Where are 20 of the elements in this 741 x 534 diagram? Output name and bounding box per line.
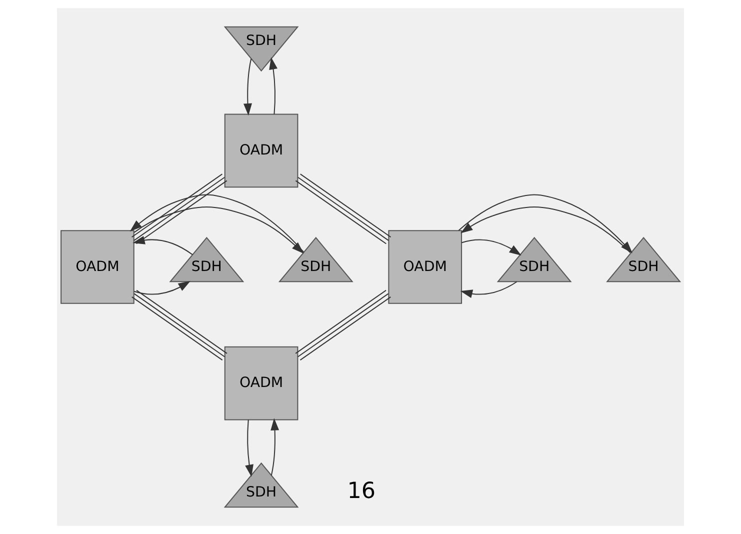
arrow (132, 236, 193, 256)
connector (132, 174, 228, 244)
connector (132, 290, 228, 360)
arrow (269, 57, 278, 114)
arrow (134, 280, 190, 295)
arrow (460, 281, 518, 298)
node-box: OADM (224, 346, 298, 420)
arrow (460, 206, 631, 253)
arrow (270, 418, 280, 476)
node-box: OADM (388, 230, 462, 304)
connector (295, 174, 392, 244)
label: 16 (347, 478, 376, 504)
arrow (244, 58, 252, 116)
connector (295, 290, 391, 360)
node-box: OADM (224, 114, 298, 188)
arrow (458, 194, 632, 254)
arrow (245, 420, 254, 477)
arrow (462, 239, 522, 256)
arrow (130, 194, 304, 252)
node-box: OADM (60, 230, 134, 304)
